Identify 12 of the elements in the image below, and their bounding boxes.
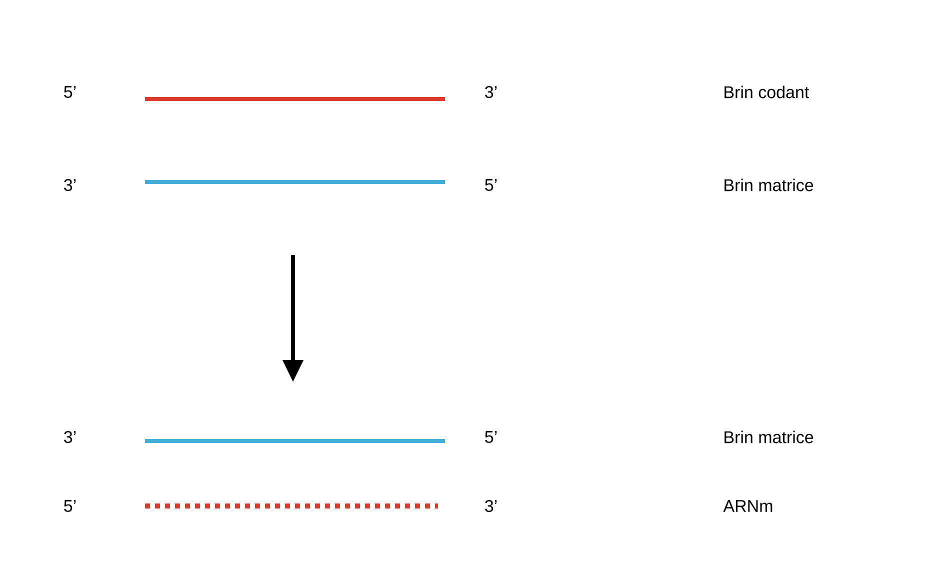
strand-name: Brin matrice	[724, 430, 814, 444]
end-label: 5’	[485, 431, 497, 443]
end-label: 5’	[64, 500, 76, 512]
end-label: 5’	[485, 179, 497, 191]
end-label: 5’	[64, 86, 76, 98]
end-label: 3’	[485, 86, 497, 98]
strand-name: Brin codant	[724, 86, 810, 98]
end-label: 3’	[64, 178, 76, 192]
strand-name: ARNm	[723, 500, 772, 512]
end-label: 3’	[485, 500, 497, 512]
strand-name: Brin matrice	[724, 178, 814, 192]
end-label: 3’	[64, 430, 76, 444]
